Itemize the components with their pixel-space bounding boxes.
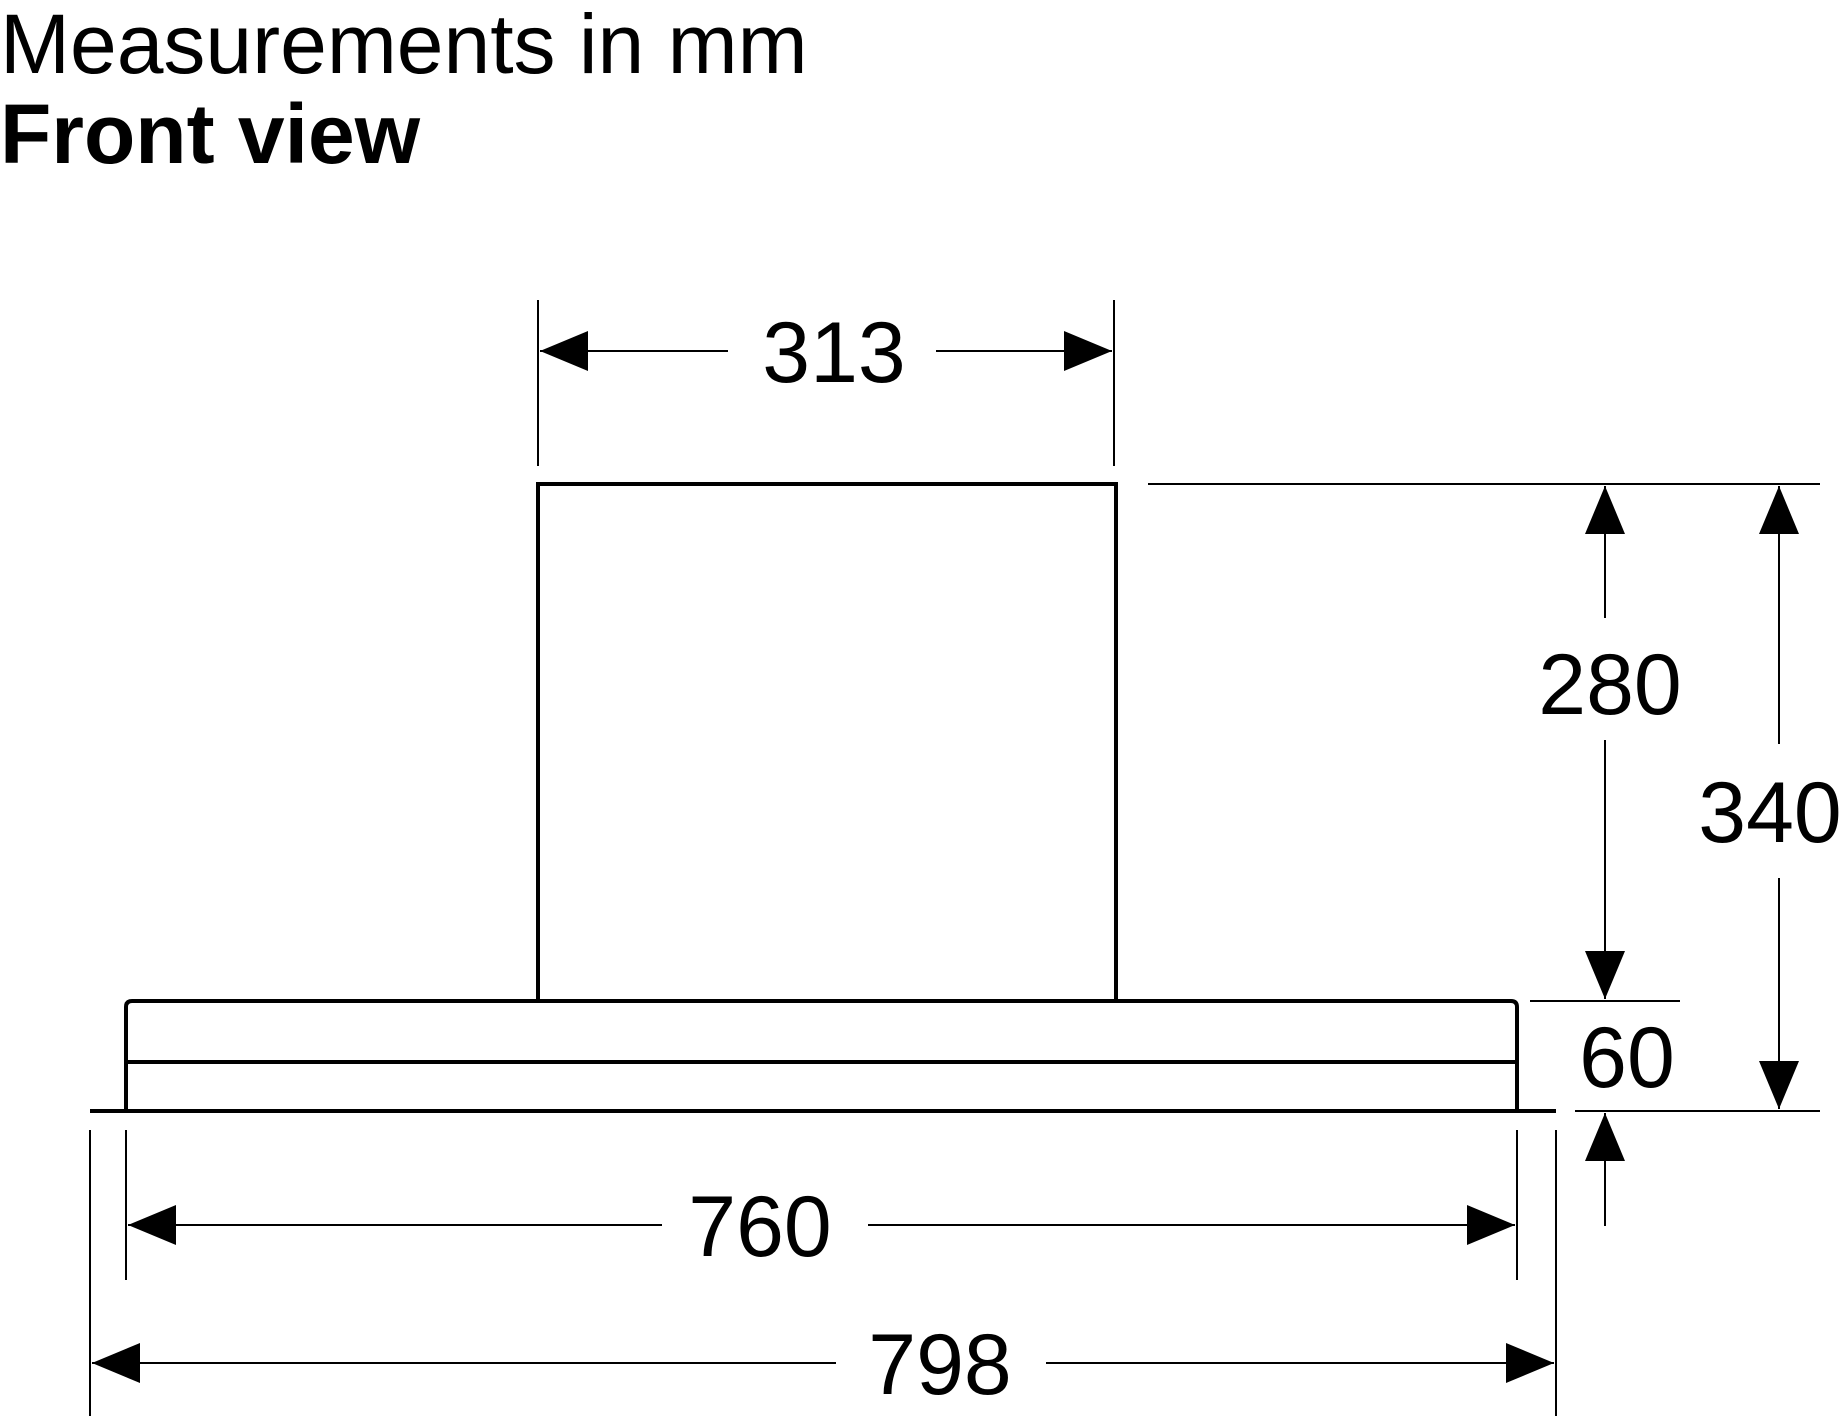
extension-lines xyxy=(89,300,1820,1416)
dim-inner-width-label: 760 xyxy=(688,1179,832,1275)
dim-outer-width-label: 798 xyxy=(868,1317,1012,1413)
canopy-outline xyxy=(124,999,1519,1109)
measurement-unit-label: Measurements in mm xyxy=(0,0,808,91)
dim-canopy-height-label: 60 xyxy=(1579,1010,1675,1106)
hood-outline xyxy=(90,482,1556,1113)
chimney-outline xyxy=(536,482,1118,1003)
view-title: Front view xyxy=(0,87,421,181)
dim-total-height-label: 340 xyxy=(1698,765,1842,861)
dim-chimney-width-label: 313 xyxy=(762,305,906,401)
dim-chimney-height-label: 280 xyxy=(1538,637,1682,733)
